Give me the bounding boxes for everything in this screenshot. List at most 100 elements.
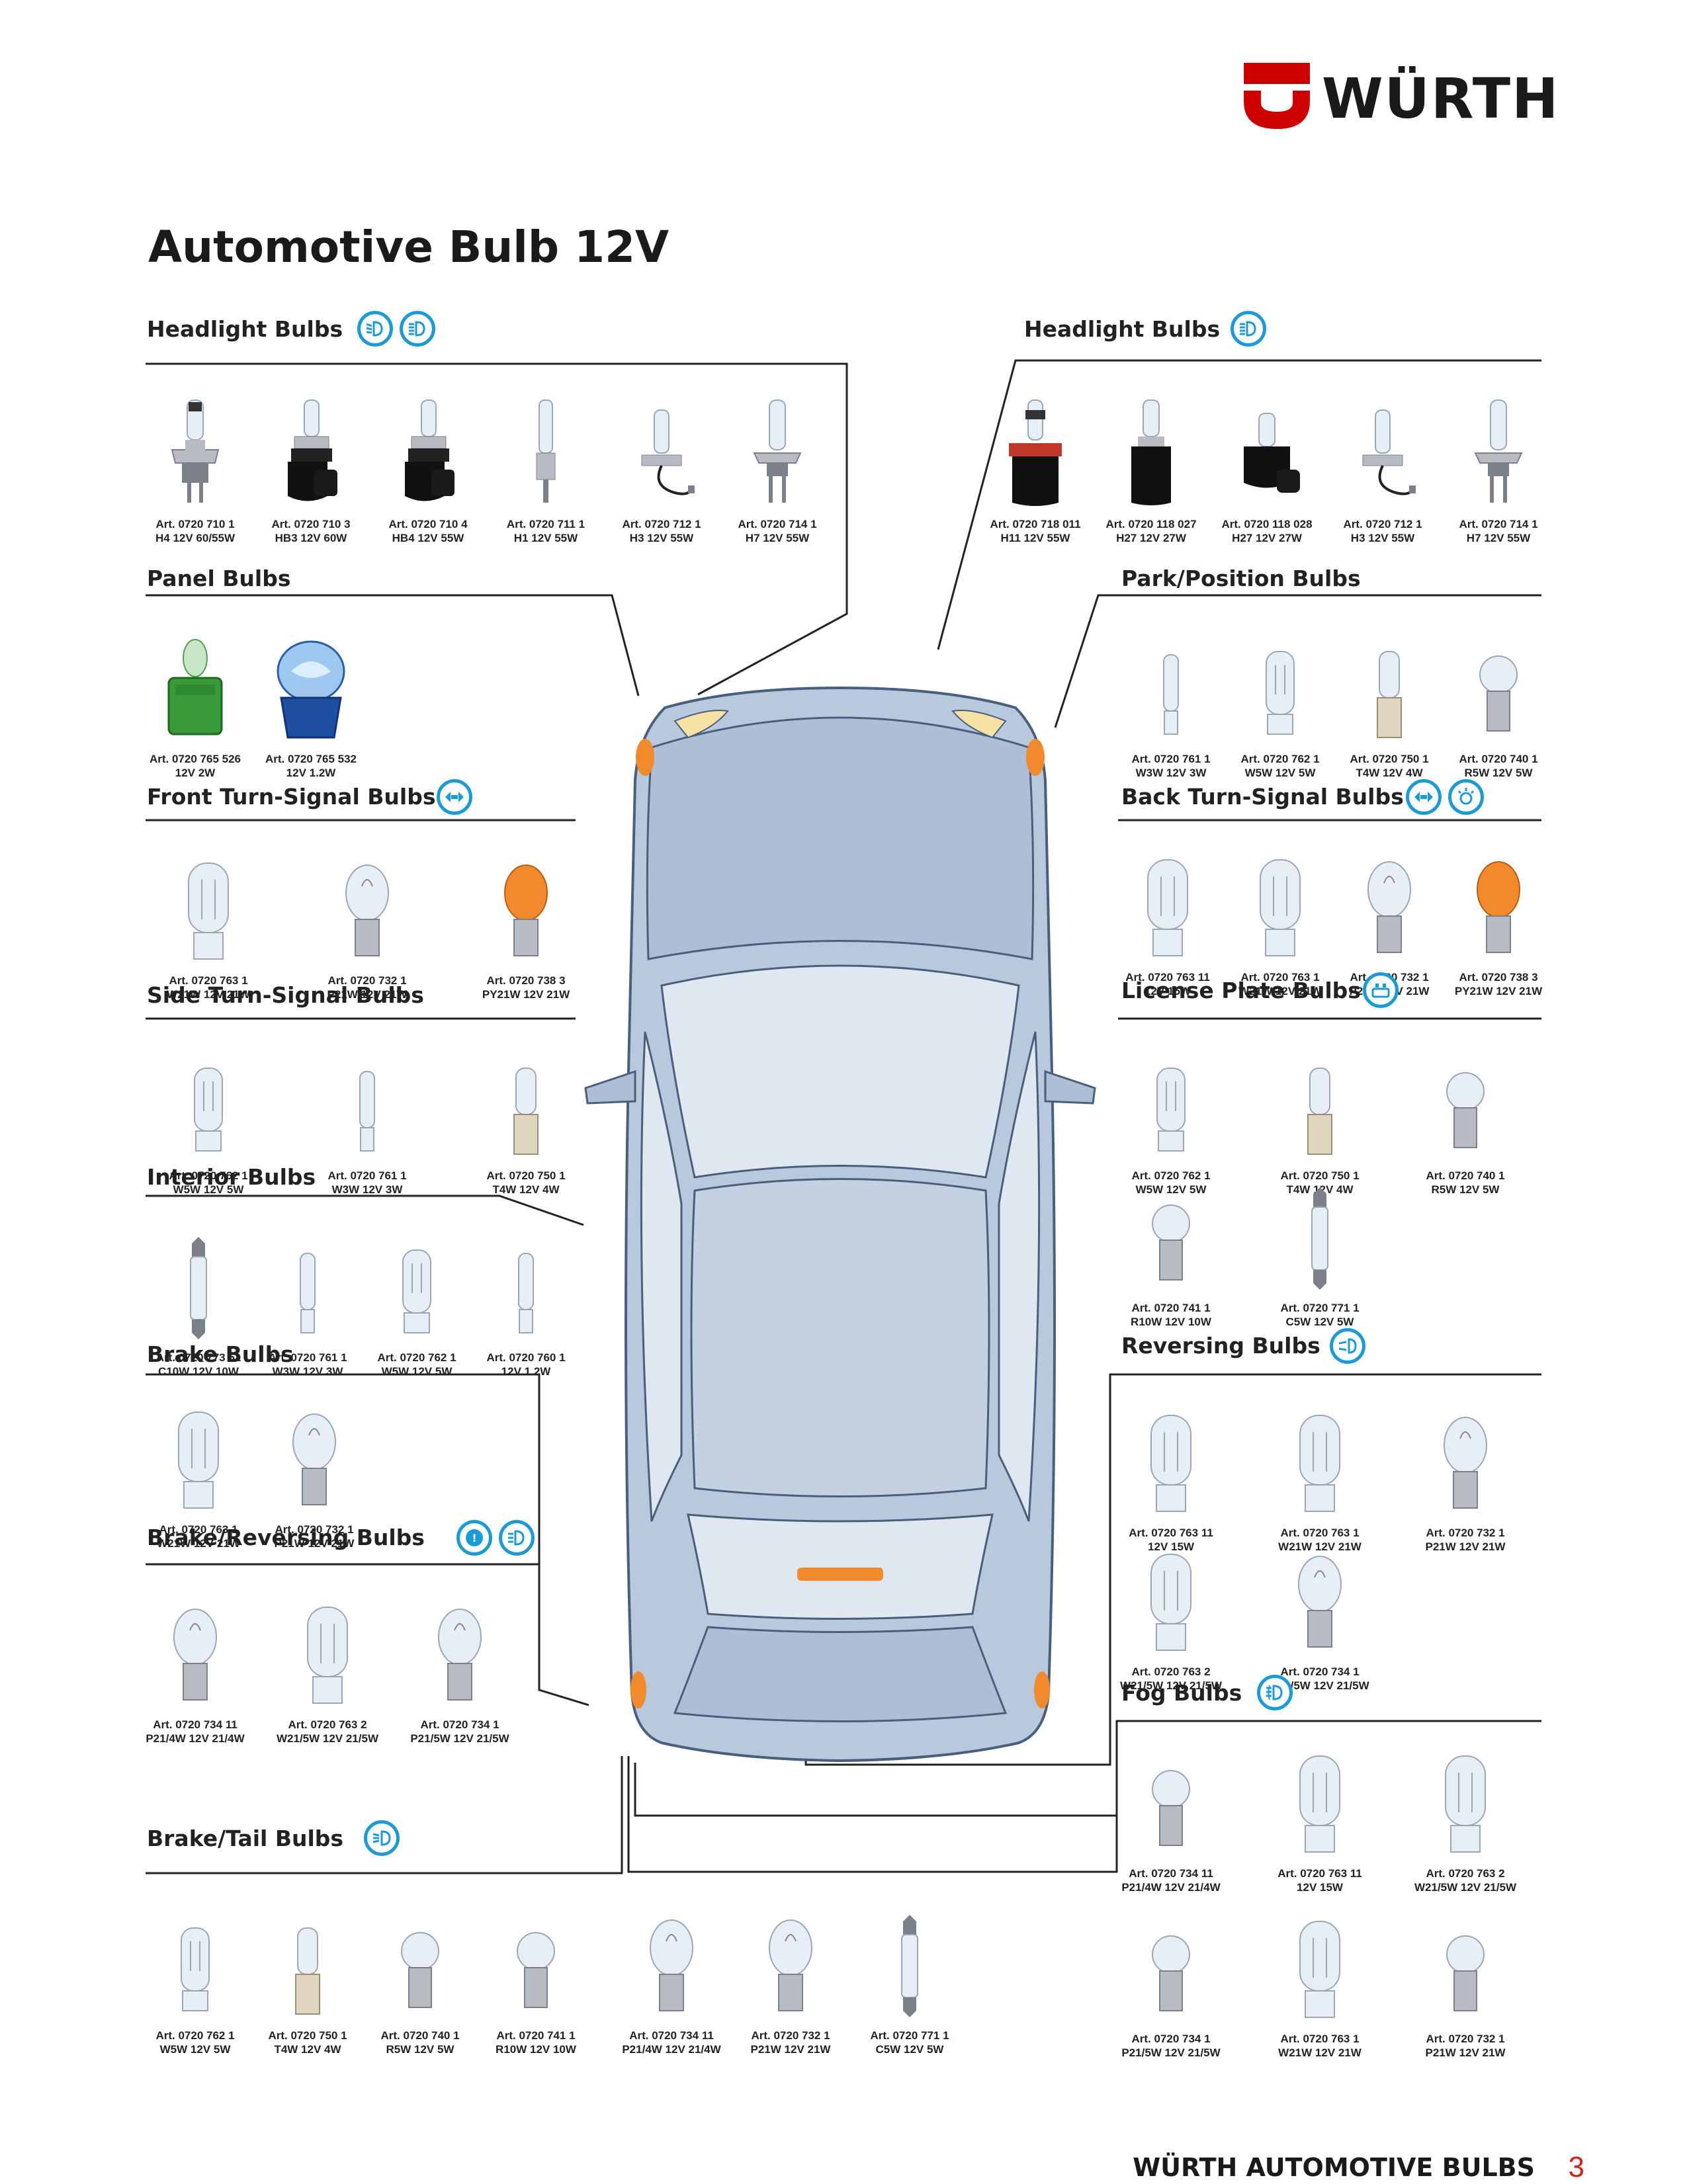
tail-light-icon xyxy=(364,1820,400,1856)
bulb-image-icon xyxy=(139,618,251,744)
bulb-spec: H4 12V 60/55W xyxy=(155,532,235,544)
bulb-image-icon xyxy=(1442,618,1555,744)
bulb-article-number: Art. 0720 760 1 xyxy=(486,1351,566,1364)
bulb-image-icon xyxy=(1115,1898,1227,2024)
bulb-image-icon xyxy=(1264,1392,1376,1518)
bulb-image-icon xyxy=(615,1895,728,2021)
bulb-article-number: Art. 0720 734 1 xyxy=(1131,2033,1211,2045)
fog-light-icon xyxy=(1257,1675,1293,1710)
bulb-article-number: Art. 0720 734 1 xyxy=(1280,1665,1360,1678)
bulb-image-icon xyxy=(1409,1392,1522,1518)
bulb-spec: W5W 12V 5W xyxy=(381,1365,453,1378)
bulb-spec: W5W 12V 5W xyxy=(159,2043,231,2056)
bulb-image-icon xyxy=(1115,1167,1227,1293)
bulb-article-number: Art. 0720 761 1 xyxy=(327,1169,407,1182)
bulb-article-number: Art. 0720 771 1 xyxy=(1280,1302,1360,1314)
bulb-article-number: Art. 0720 732 1 xyxy=(751,2029,830,2042)
bulb-article-number: Art. 0720 710 1 xyxy=(155,518,235,530)
bulb-spec: PY21W 12V 21W xyxy=(1454,985,1543,997)
bulb-spec: P21W 12V 21W xyxy=(1425,1540,1506,1553)
bulb-spec: P21/4W 12V 21/4W xyxy=(146,1732,245,1745)
bulb-image-icon xyxy=(470,1035,582,1161)
headlight-high-beam-icon xyxy=(1231,311,1266,347)
bulb-spec: W21W 12V 21W xyxy=(1278,2046,1362,2059)
bulb-spec: H3 12V 55W xyxy=(1350,532,1415,544)
bulb-image-icon xyxy=(480,1895,592,2021)
bulb-image-icon xyxy=(311,840,423,966)
section-title-brake-reversing: Brake/Reversing Bulbs xyxy=(147,1525,425,1550)
bulb-article-number: Art. 0720 773 51 xyxy=(155,1351,241,1364)
bulb-spec: T4W 12V 4W xyxy=(274,2043,341,2056)
section-icons-headlight-right xyxy=(1231,311,1266,347)
bulb-item: Art. 0720 710 1 H4 12V 60/55W xyxy=(139,384,251,545)
bulb-spec: W21W 12V 21W xyxy=(167,988,250,1001)
bulb-article-number: Art. 0720 718 011 xyxy=(990,518,1081,530)
wurth-logo-icon xyxy=(1244,63,1310,129)
section-title-reversing: Reversing Bulbs xyxy=(1121,1333,1320,1359)
brake-light-icon: ! xyxy=(456,1520,492,1556)
bulb-spec: R5W 12V 5W xyxy=(386,2043,454,2056)
section-icons-back-turn xyxy=(1406,779,1484,815)
headlight-low-beam-icon xyxy=(357,311,393,347)
bulb-image-icon xyxy=(1264,1898,1376,2024)
bulb-image-icon xyxy=(271,1584,384,1710)
bulb-spec: HB4 12V 55W xyxy=(392,532,464,544)
bulb-image-icon xyxy=(152,840,265,966)
bulb-spec: W5W 12V 5W xyxy=(173,1183,244,1196)
bulb-spec: H27 12V 27W xyxy=(1232,532,1302,544)
bulb-image-icon xyxy=(470,840,582,966)
bulb-spec: W3W 12V 3W xyxy=(1135,767,1207,779)
section-icons-brake-reversing: ! xyxy=(456,1520,535,1556)
bulb-article-number: Art. 0720 763 2 xyxy=(1426,1867,1505,1880)
bulb-image-icon xyxy=(1264,1167,1376,1293)
bulb-image-icon xyxy=(1111,837,1224,962)
bulb-article-number: Art. 0720 763 11 xyxy=(1125,971,1210,984)
bulb-image-icon xyxy=(361,1217,473,1343)
bulb-image-icon xyxy=(311,1035,423,1161)
bulb-image-icon xyxy=(734,1895,847,2021)
bulb-spec: P21/5W 12V 21/5W xyxy=(1121,2046,1221,2059)
bulb-article-number: Art. 0720 714 1 xyxy=(1459,518,1538,530)
bulb-image-icon xyxy=(251,1895,364,2021)
page-title: Automotive Bulb 12V xyxy=(148,222,670,273)
bulb-image-icon xyxy=(1409,1733,1522,1859)
bulb-image-icon xyxy=(1264,1733,1376,1859)
hazard-light-icon xyxy=(1448,779,1484,815)
bulb-image-icon xyxy=(605,384,718,509)
bulb-spec: 12V 1.2W xyxy=(286,767,336,779)
bulb-image-icon xyxy=(1264,1035,1376,1161)
bulb-article-number: Art. 0720 732 1 xyxy=(275,1523,354,1536)
bulb-image-icon xyxy=(139,1584,251,1710)
bulb-image-icon xyxy=(721,384,834,509)
bulb-article-number: Art. 0720 763 1 xyxy=(1240,971,1320,984)
bulb-image-icon xyxy=(1115,618,1227,744)
section-title-side-turn: Side Turn-Signal Bulbs xyxy=(147,982,424,1008)
section-title-headlight-left: Headlight Bulbs xyxy=(147,316,343,342)
reversing-light-icon xyxy=(1330,1328,1365,1364)
bulb-article-number: Art. 0720 763 1 xyxy=(1280,1527,1360,1539)
bulb-image-icon xyxy=(1333,618,1446,744)
bulb-article-number: Art. 0720 714 1 xyxy=(738,518,817,530)
bulb-spec: H3 12V 55W xyxy=(629,532,694,544)
footer-brand-text: WÜRTH AUTOMOTIVE BULBS xyxy=(1133,2153,1535,2182)
bulb-article-number: Art. 0720 738 3 xyxy=(1459,971,1538,984)
bulb-article-number: Art. 0720 763 11 xyxy=(1277,1867,1362,1880)
section-title-brake: Brake Bulbs xyxy=(147,1341,294,1367)
bulb-article-number: Art. 0720 763 1 xyxy=(1280,2033,1360,2045)
bulb-spec: W5W 12V 5W xyxy=(1244,767,1316,779)
bulb-image-icon xyxy=(470,1217,582,1343)
bulb-image-icon xyxy=(1409,1035,1522,1161)
